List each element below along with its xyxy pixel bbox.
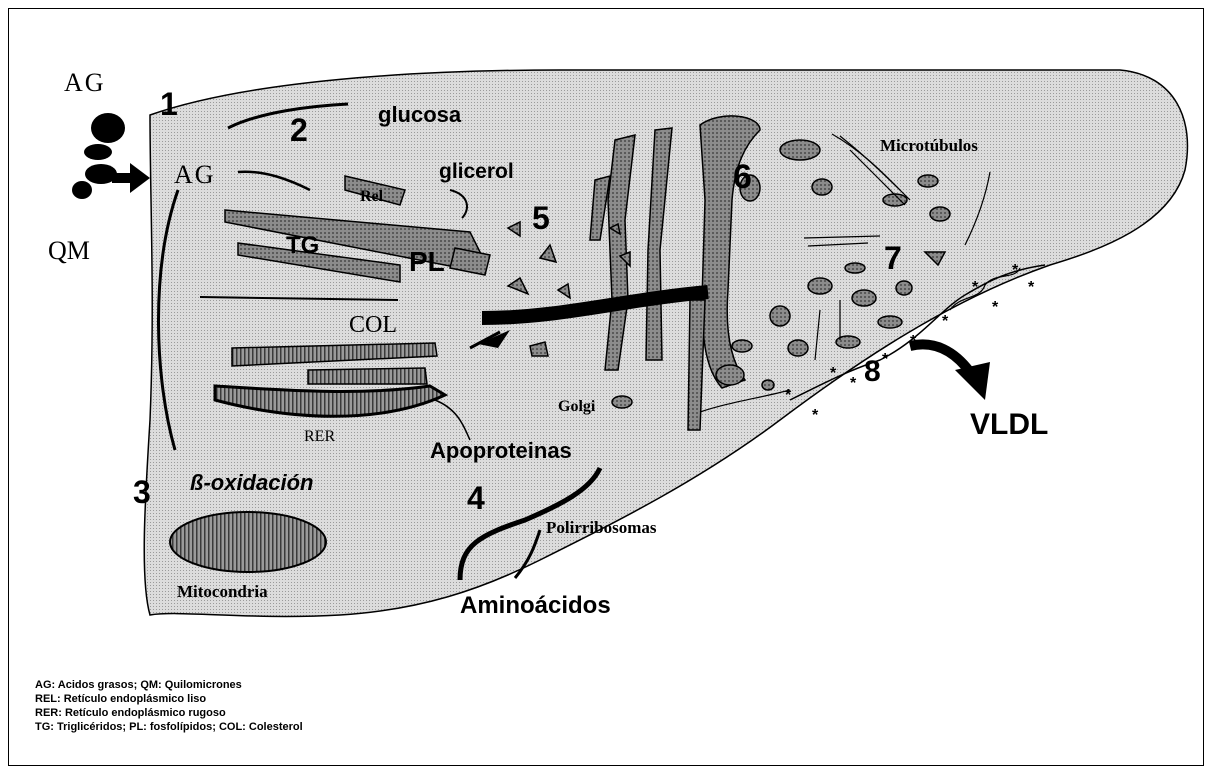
- polirribosomas-label: Polirribosomas: [546, 518, 657, 538]
- ag-outside-label: AG: [64, 68, 106, 98]
- svg-text:*: *: [830, 365, 837, 382]
- uptake-arrow-icon: [112, 163, 150, 193]
- legend-line: RER: Retículo endoplásmico rugoso: [35, 706, 303, 720]
- legend-line: TG: Triglicéridos; PL: fosfolípidos; COL…: [35, 720, 303, 734]
- golgi-label: Golgi: [558, 398, 595, 416]
- step-number: 1: [160, 86, 178, 123]
- beta-oxidacion-label: ß-oxidación: [190, 470, 313, 496]
- svg-text:*: *: [882, 351, 889, 368]
- aminoacidos-label: Aminoácidos: [460, 592, 611, 620]
- svg-text:*: *: [942, 313, 949, 330]
- step-number: 2: [290, 112, 308, 149]
- svg-text:*: *: [972, 279, 979, 296]
- rer-label: RER: [304, 428, 335, 446]
- mitochondrion: [170, 512, 326, 572]
- apoproteinas-label: Apoproteinas: [430, 438, 572, 464]
- col-label: COL: [349, 312, 397, 339]
- vldl-label: VLDL: [970, 408, 1048, 442]
- chylomicron-droplets: [72, 113, 125, 199]
- abbreviation-legend: AG: Acidos grasos; QM: Quilomicrones REL…: [35, 678, 303, 734]
- step-number: 7: [884, 240, 902, 277]
- legend-line: AG: Acidos grasos; QM: Quilomicrones: [35, 678, 303, 692]
- rer-organelle: [308, 368, 427, 384]
- rel-label: Rel: [360, 188, 383, 206]
- svg-text:*: *: [1028, 279, 1035, 296]
- qm-label: QM: [48, 236, 90, 266]
- svg-text:*: *: [1012, 262, 1019, 279]
- glucosa-label: glucosa: [378, 102, 461, 128]
- glicerol-label: glicerol: [439, 160, 514, 184]
- vldl-exit-arrow-icon: [910, 344, 970, 372]
- step-number: 3: [133, 474, 151, 511]
- step-number: 6: [733, 158, 752, 197]
- svg-text:*: *: [812, 407, 819, 424]
- legend-line: REL: Retículo endoplásmico liso: [35, 692, 303, 706]
- svg-text:*: *: [992, 299, 999, 316]
- mitocondria-label: Mitocondria: [177, 582, 268, 602]
- svg-text:*: *: [785, 387, 792, 404]
- step-number: 4: [467, 480, 485, 517]
- microtubulos-label: Microtúbulos: [880, 136, 978, 156]
- step-number: 5: [532, 200, 550, 237]
- tg-label: TG: [286, 232, 319, 260]
- ag-inside-label: AG: [174, 160, 216, 190]
- svg-text:*: *: [850, 375, 857, 392]
- pl-label: PL: [409, 246, 445, 278]
- step-number: 8: [864, 355, 881, 389]
